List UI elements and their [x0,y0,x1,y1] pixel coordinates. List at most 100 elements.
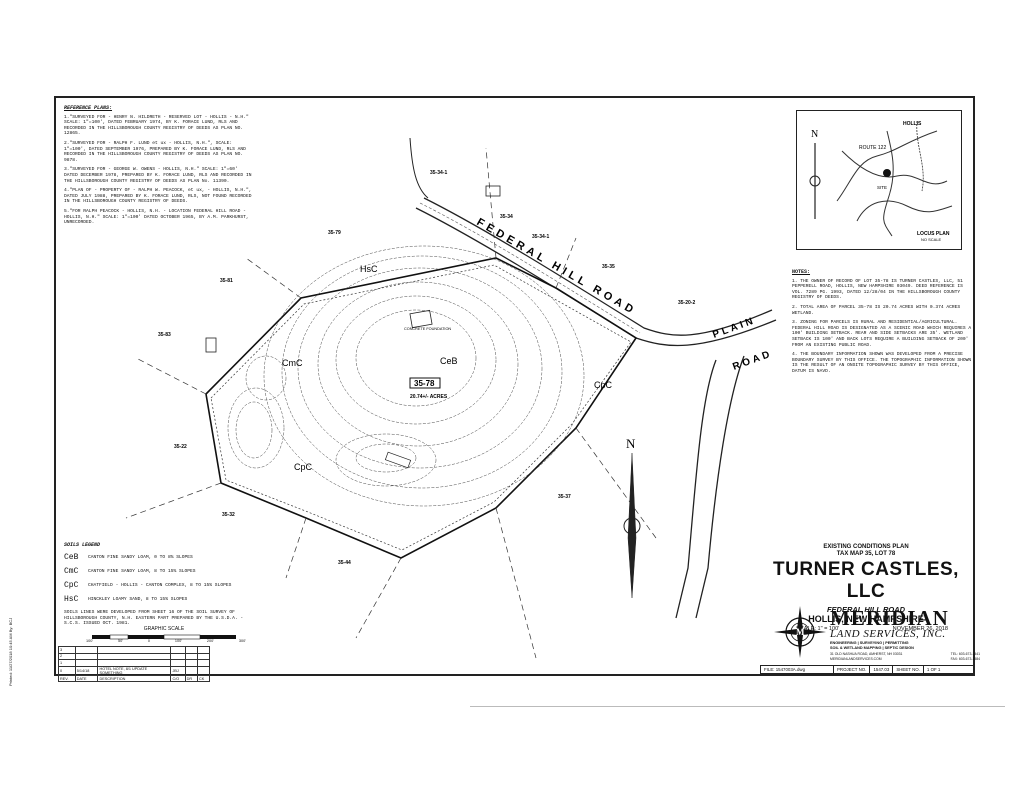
header-cell: DESCRIPTION [97,674,172,683]
soil-label: CeB [440,356,458,366]
firm-fax: FAX: 603-673-1584 [950,657,980,661]
plan-scale: SCALE: 1" = 100' [796,626,840,632]
abutter-label: 35-22 [174,444,187,450]
plan-meta: SCALE: 1" = 100' NOVEMBER 26, 2018 [756,624,976,632]
abutter-label: 35-34-1 [532,234,549,240]
abutter-label: 35-83 [158,332,171,338]
sheet-info-strip: FILE: 1547003A.dwg PROJECT NO. 1547.03 S… [760,665,974,674]
federal-hill-road-edge [415,207,777,347]
locus-road [856,200,953,222]
north-arrow-icon [627,452,637,599]
tax-map-label: TAX MAP 35, LOT 78 [836,551,896,557]
project-number: 1547.03 [870,666,894,673]
locus-plan: N ROUTE 122 SITE HOLLIS LOCUS PLAN NO SC… [796,110,962,250]
rev-cell: 3 [58,646,76,654]
abutter-label: 35-79 [328,230,341,236]
locus-road [916,120,924,192]
note-1: 1. THE OWNER OF RECORD OF LOT 35-78 IS T… [792,278,963,301]
plan-date: NOVEMBER 26, 2018 [892,626,948,632]
scale-tick: 300' [238,639,246,643]
soil-label: CmC [282,358,303,368]
sheet-number: 1 OF 1 [926,667,941,672]
rev-cell: 2 [58,652,76,661]
print-stamp-text: Printed: 11/27/2018 10:45 AM By: BCJ [8,617,13,686]
soils-legend: SOILS LEGEND CeB CANTON FINE SANDY LOAM,… [64,542,254,627]
soil-legend-item: CeB CANTON FINE SANDY LOAM, 0 TO 8% SLOP… [64,553,254,562]
plain-road-edge [695,355,745,619]
graphic-scale: GRAPHIC SCALE [84,626,244,650]
graphic-scale-ticks: 100' 50' 0 100' 200' 300' [86,639,246,643]
stone-wall [210,264,632,551]
notes: NOTES: 1. THE OWNER OF RECORD OF LOT 35-… [792,269,972,379]
soil-label: CpC [594,380,613,390]
firm-services-1: ENGINEERING | SURVEYING | PERMITTING [830,641,909,645]
scale-tick: 100' [86,639,94,643]
rev-cell: 0 [58,665,76,676]
locus-road [836,130,938,202]
reference-plan-5: 5."FOR RALPH PEACOCK - HOLLIS, N.H. - LO… [64,208,249,226]
soil-description: CANTON FINE SANDY LOAM, 0 TO 8% SLOPES [88,555,193,560]
locus-road [841,150,948,185]
north-label: N [626,436,636,451]
header-cell: CK [196,674,211,683]
table-row: 3 [58,646,211,654]
scale-tick: 50' [117,639,123,643]
locus-north-label: N [811,129,818,140]
note-3: 3. ZONING FOR PARCELS IS RURAL AND RESID… [792,320,972,348]
firm-tel: TEL: 603-673-1441 [950,652,980,656]
house-structure [485,185,501,197]
svg-text:M: M [796,627,805,637]
locus-map: N ROUTE 122 SITE HOLLIS LOCUS PLAN NO SC… [809,120,953,242]
table-header-row: REV. DATE DESCRIPTION C/O DR CK [58,674,211,683]
sheet-label: SHEET NO. [893,666,924,673]
file-name: FILE: 1547003A.dwg [761,666,834,673]
plan-sheet: REFERENCE PLANS: 1."SURVEYED FOR - HENRY… [54,96,980,683]
abutter-label: 35-32 [222,512,235,518]
concrete-foundation [409,309,433,329]
soil-legend-item: CpC CHATFIELD - HOLLIS - CANTON COMPLEX,… [64,581,254,590]
header-cell: C/O [170,674,186,683]
abutter-labels: 35-34-1 35-34 35-34-1 35-79 35-35 35-20-… [158,170,695,566]
soil-description: HINCKLEY LOAMY SAND, 8 TO 15% SLOPES [88,597,188,602]
note-4: 4. THE BOUNDARY INFORMATION SHOWN WAS DE… [792,352,972,374]
contour-lines [227,245,585,507]
soil-symbol: CmC [64,567,79,576]
abutter-label: 35-20-2 [678,300,695,306]
locus-title: LOCUS PLAN [917,231,950,237]
reference-plans-header: REFERENCE PLANS: [64,105,113,111]
plan-town: HOLLIS, NEW HAMPSHIRE [808,614,924,624]
foundation-label: CONCRETE FOUNDATION [404,327,451,331]
lot-label-box [409,377,441,389]
soils-note: SOILS LINES WERE DEVELOPED FROM SHEET 16… [64,610,244,627]
owner-name: TURNER CASTLES, LLC [773,559,959,602]
reference-plan-3: 3."SURVEYED FOR - GEORGE W. OWENS - HOLL… [64,167,252,184]
plain-road-label-1: PLAIN [711,315,757,341]
plain-road-edge [675,359,717,619]
soils-legend-header: SOILS LEGEND [64,542,101,548]
header-cell: DATE [74,674,99,683]
abutter-label: 35-35 [602,264,615,270]
firm-address: 31 OLD NASHUA ROAD, AMHERST, NH 03031 [830,652,903,656]
revision-table: 3 2 1 0 5/14/18 HOTEL NOTE, 8/1 UPDATE S… [58,646,211,683]
graphic-scale-header: GRAPHIC SCALE [143,626,185,632]
scan-line [470,706,1005,707]
locus-site-label: SITE [877,185,887,190]
scale-tick: 100' [174,639,182,643]
abutter-label: 35-34 [500,214,513,220]
scale-tick: 0 [147,639,150,643]
soil-legend-item: CmC CANTON FINE SANDY LOAM, 8 TO 15% SLO… [64,567,254,576]
soil-label: HsC [360,264,378,274]
firm-logo: M MERIDIAN LAND SERVICES, INC. ENGINEERI… [772,604,980,661]
federal-hill-road-edge [423,197,773,336]
table-row: 1 [58,659,211,667]
plain-road-label-2: ROAD [731,348,774,373]
abutter-label: 35-34-1 [430,170,447,176]
firm-web: MERIDIANLANDSERVICES.COM [830,657,882,661]
rev-cell: HOTEL NOTE, 8/1 UPDATE SOMETHING [97,665,172,676]
notes-header: NOTES: [792,269,811,275]
compass-logo-icon: M [774,606,826,658]
graphic-scale-bar [92,634,236,640]
soil-description: CHATFIELD - HOLLIS - CANTON COMPLEX, 8 T… [88,583,232,588]
firm-contact: 31 OLD NASHUA ROAD, AMHERST, NH 03031 TE… [830,652,980,656]
firm-services-2: SOIL & WETLAND MAPPING | SEPTIC DESIGN [830,645,914,650]
